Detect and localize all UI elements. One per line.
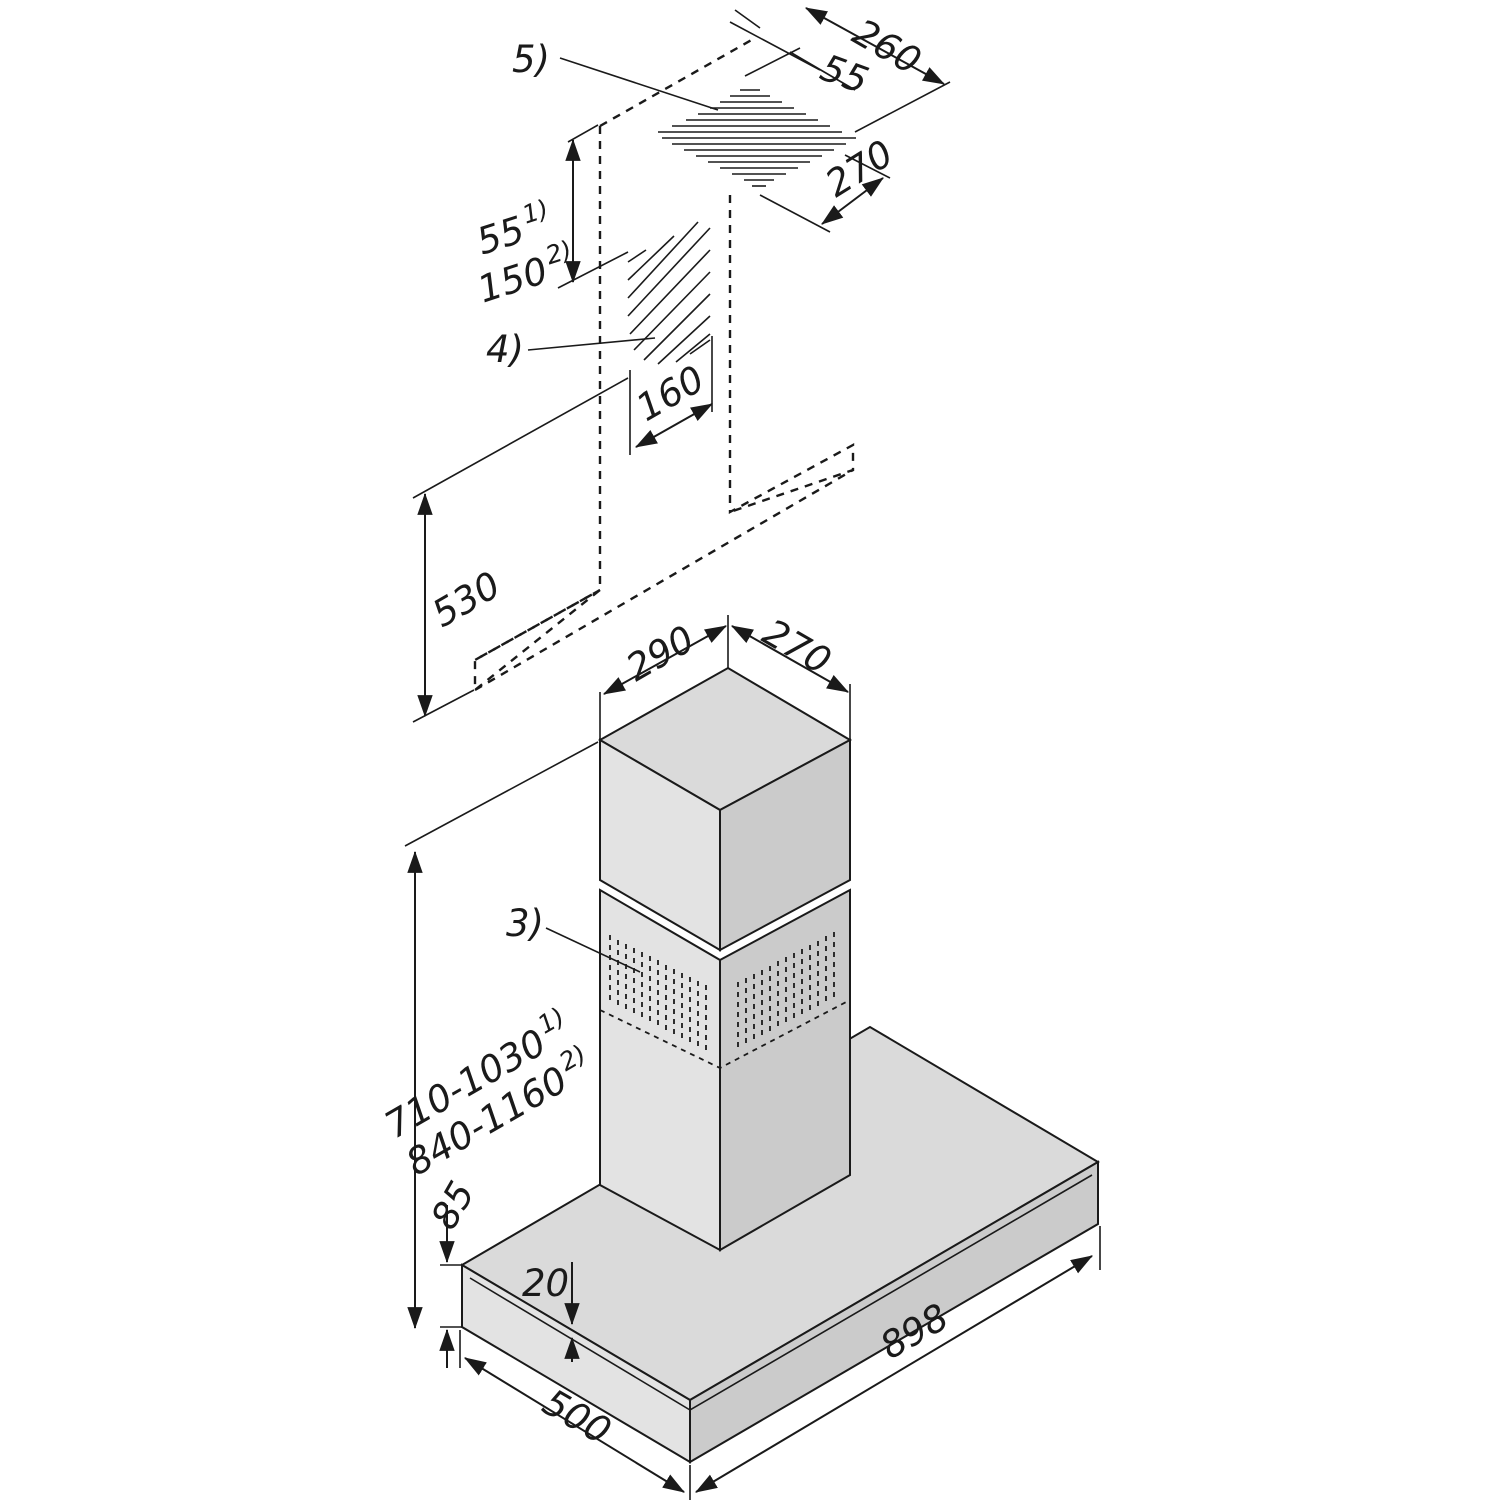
perforation-right [737, 932, 835, 1052]
leader-5 [559, 57, 719, 111]
installation-outline [473, 36, 855, 693]
dim-85: 85 [423, 1174, 484, 1236]
dim-line-500 [464, 1357, 685, 1493]
wall-opening-4 [627, 221, 711, 365]
leader-4 [527, 337, 656, 351]
ref-label-4: 4) [486, 328, 524, 371]
perforation-left [609, 935, 707, 1055]
chimney-upper [597, 666, 853, 952]
ref-label-5: 5) [512, 38, 550, 81]
leader-3 [545, 927, 641, 973]
vent-cover-5 [658, 89, 856, 187]
dim-20: 20 [522, 1262, 569, 1305]
outline-right-edge [728, 195, 855, 515]
chimney-upper-right [719, 738, 851, 952]
dim-270-top: 270 [818, 132, 901, 206]
outline-floor-edge [474, 468, 854, 692]
dim-line-270-top [821, 177, 884, 225]
canopy-edge-line [469, 1174, 1093, 1411]
dim-line-270-chimney [731, 625, 849, 693]
dim-530: 530 [425, 563, 508, 636]
dim-line-290 [603, 625, 727, 695]
dim-line-898 [695, 1255, 1093, 1493]
chimney-lower-right [719, 888, 851, 1252]
ref-label-3: 3) [506, 902, 544, 945]
dim-line-260 [805, 7, 945, 85]
dim-line-160 [635, 403, 713, 448]
dim-160: 160 [629, 357, 712, 430]
dim-270-chimney: 270 [756, 611, 839, 684]
outline-top-edge [599, 36, 756, 128]
perforation-lower-border [599, 999, 851, 1070]
vent-perforation-3 [599, 932, 851, 1070]
